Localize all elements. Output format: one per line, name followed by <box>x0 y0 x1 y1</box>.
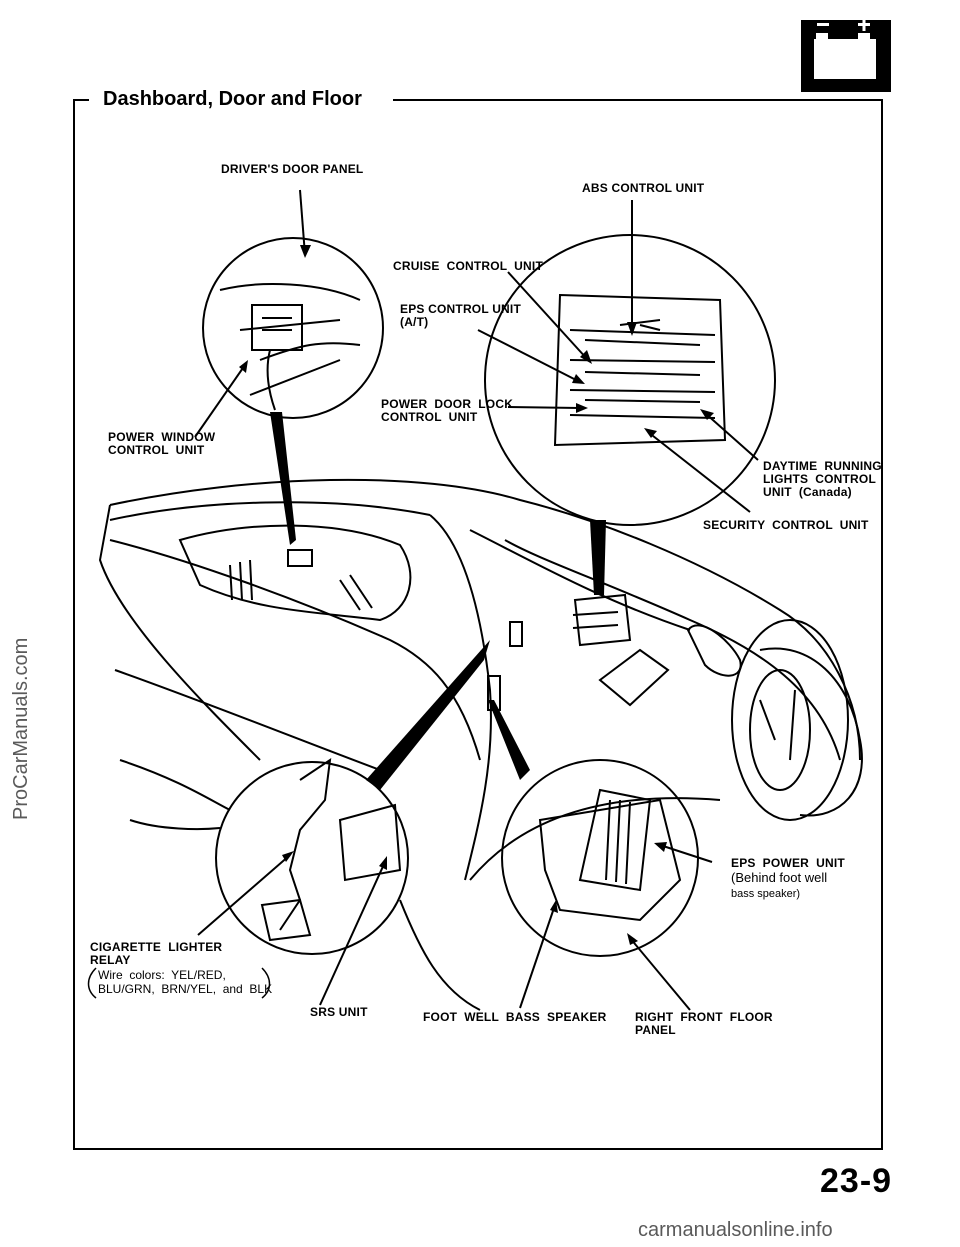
frame-top-left-rule <box>73 99 89 101</box>
watermark-side: ProCarManuals.com <box>10 637 32 820</box>
eps-power-unit-note-line-2: bass speaker) <box>731 888 801 900</box>
frame-left-rule-end <box>73 1100 75 1150</box>
callout-power-window-control-unit: POWER WINDOW CONTROL UNIT <box>108 430 216 457</box>
callout-eps-power-unit: EPS POWER UNIT <box>731 856 845 870</box>
callout-daytime-running-lights-unit: DAYTIME RUNNING LIGHTS CONTROL UNIT (Can… <box>763 459 882 499</box>
callout-power-door-lock-control-unit: POWER DOOR LOCK CONTROL UNIT <box>381 397 514 424</box>
frame-right-rule-end <box>881 1100 883 1150</box>
watermark-bottom: carmanualsonline.info <box>638 1219 833 1241</box>
callout-cruise-control-unit: CRUISE CONTROL UNIT <box>393 259 543 273</box>
battery-icon <box>801 19 891 92</box>
callout-abs-control-unit: ABS CONTROL UNIT <box>582 181 705 195</box>
page-number: 23-9 <box>820 1162 893 1200</box>
cigarette-relay-wire-colors: Wire colors: YEL/RED, BLU/GRN, BRN/YEL, … <box>98 968 273 996</box>
frame-top-right-rule <box>393 99 883 101</box>
callout-foot-well-bass-speaker: FOOT WELL BASS SPEAKER <box>423 1010 607 1024</box>
callout-srs-unit: SRS UNIT <box>310 1005 368 1019</box>
eps-power-unit-note-line-1: (Behind foot well <box>731 870 828 885</box>
callout-cigarette-lighter-relay: CIGARETTE LIGHTER RELAY <box>90 940 223 967</box>
frame-bottom-rule <box>73 1148 883 1150</box>
callout-drivers-door-panel: DRIVER'S DOOR PANEL <box>221 162 364 176</box>
page-title: Dashboard, Door and Floor <box>103 88 362 110</box>
callout-eps-control-unit: EPS CONTROL UNIT (A/T) <box>400 302 521 329</box>
callout-security-control-unit: SECURITY CONTROL UNIT <box>703 518 869 532</box>
callout-right-front-floor-panel: RIGHT FRONT FLOOR PANEL <box>635 1010 773 1037</box>
